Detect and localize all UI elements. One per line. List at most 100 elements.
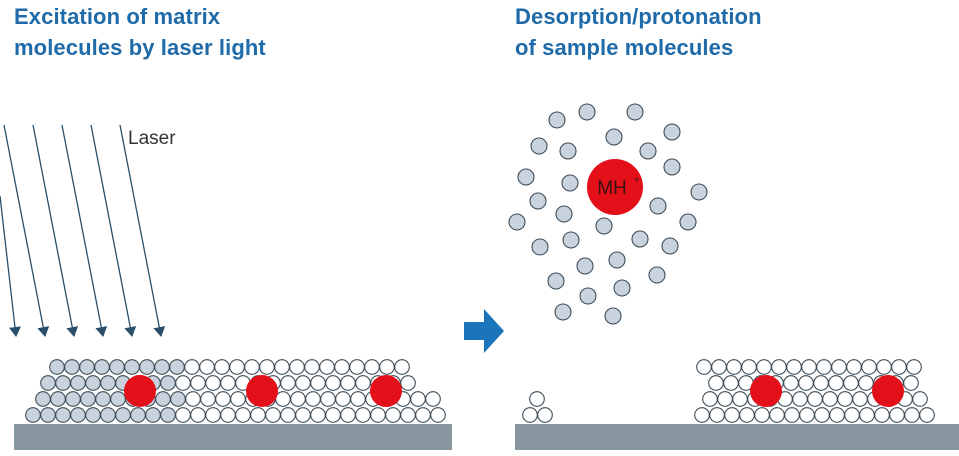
matrix-molecule <box>784 407 800 423</box>
matrix-molecule <box>319 359 335 375</box>
excited-matrix-molecule <box>145 407 161 423</box>
protonated-ion: MH + <box>587 159 643 215</box>
matrix-molecule <box>799 407 815 423</box>
excited-matrix-molecule <box>170 391 186 407</box>
matrix-molecule <box>370 407 386 423</box>
desorbed-matrix-molecule <box>530 137 548 155</box>
matrix-molecule <box>771 359 787 375</box>
matrix-molecule <box>349 359 365 375</box>
matrix-molecule <box>295 407 311 423</box>
matrix-molecule <box>334 359 350 375</box>
matrix-molecule <box>220 375 236 391</box>
laser-beam <box>3 124 50 337</box>
matrix-molecule <box>425 391 441 407</box>
matrix-molecule <box>754 407 770 423</box>
matrix-molecule <box>783 375 799 391</box>
left-title-line1: Excitation of matrix <box>14 4 221 29</box>
matrix-molecule <box>229 359 245 375</box>
matrix-molecule <box>739 407 755 423</box>
matrix-molecule <box>214 359 230 375</box>
matrix-molecule <box>844 407 860 423</box>
matrix-molecule <box>837 391 853 407</box>
left-substrate <box>14 424 452 450</box>
laser-beam <box>119 124 166 337</box>
desorbed-matrix-molecule <box>604 307 622 325</box>
desorbed-matrix-molecule <box>649 197 667 215</box>
matrix-molecule <box>529 391 545 407</box>
left-panel-title: Excitation of matrix molecules by laser … <box>14 1 266 63</box>
matrix-molecule <box>275 391 291 407</box>
matrix-molecule <box>400 407 416 423</box>
matrix-molecule <box>305 391 321 407</box>
excited-matrix-molecule <box>109 359 125 375</box>
desorbed-matrix-molecule <box>508 213 526 231</box>
matrix-molecule <box>304 359 320 375</box>
matrix-molecule <box>843 375 859 391</box>
matrix-molecule <box>861 359 877 375</box>
matrix-molecule <box>175 375 191 391</box>
matrix-molecule <box>912 391 928 407</box>
excited-matrix-molecule <box>85 375 101 391</box>
laser-label: Laser <box>128 128 176 149</box>
ion-label: MH <box>597 178 627 199</box>
matrix-molecule <box>874 407 890 423</box>
excited-matrix-molecule <box>40 407 56 423</box>
desorbed-matrix-molecule <box>613 279 631 297</box>
matrix-molecule <box>295 375 311 391</box>
right-panel-title: Desorption/protonation of sample molecul… <box>515 1 762 63</box>
excited-matrix-molecule <box>139 359 155 375</box>
matrix-molecule <box>350 391 366 407</box>
desorbed-matrix-molecule <box>639 142 657 160</box>
process-arrow-icon <box>464 309 504 353</box>
desorbed-matrix-molecule <box>517 168 535 186</box>
matrix-molecule <box>410 391 426 407</box>
desorbed-matrix-molecule <box>663 158 681 176</box>
matrix-molecule <box>205 407 221 423</box>
excited-matrix-molecule <box>100 407 116 423</box>
ion-charge: + <box>634 175 640 186</box>
desorbed-matrix-molecule <box>663 123 681 141</box>
right-title-line2: of sample molecules <box>515 35 734 60</box>
matrix-molecule <box>792 391 808 407</box>
matrix-molecule <box>175 407 191 423</box>
desorbed-matrix-molecule <box>559 142 577 160</box>
desorbed-matrix-molecule <box>547 272 565 290</box>
sample-molecule <box>750 375 782 407</box>
desorbed-matrix-molecule <box>561 174 579 192</box>
matrix-molecule <box>394 359 410 375</box>
excited-matrix-molecule <box>55 375 71 391</box>
matrix-molecule <box>756 359 772 375</box>
matrix-molecule <box>904 407 920 423</box>
matrix-molecule <box>335 391 351 407</box>
matrix-molecule <box>807 391 823 407</box>
excited-matrix-molecule <box>65 391 81 407</box>
matrix-molecule <box>340 407 356 423</box>
desorbed-matrix-molecule <box>626 103 644 121</box>
excited-matrix-molecule <box>55 407 71 423</box>
matrix-molecule <box>741 359 757 375</box>
matrix-molecule <box>230 391 246 407</box>
matrix-molecule <box>220 407 236 423</box>
desorbed-matrix-molecule <box>661 237 679 255</box>
matrix-molecule <box>244 359 260 375</box>
matrix-molecule <box>379 359 395 375</box>
desorbed-matrix-molecule <box>548 111 566 129</box>
matrix-molecule <box>190 375 206 391</box>
matrix-molecule <box>190 407 206 423</box>
right-substrate <box>515 424 959 450</box>
excited-matrix-molecule <box>160 407 176 423</box>
laser-beam <box>61 124 108 337</box>
matrix-molecule <box>400 375 416 391</box>
desorbed-matrix-molecule <box>555 205 573 223</box>
matrix-molecule <box>822 391 838 407</box>
excited-matrix-molecule <box>95 391 111 407</box>
excited-matrix-molecule <box>49 359 65 375</box>
excited-matrix-molecule <box>79 359 95 375</box>
matrix-molecule <box>816 359 832 375</box>
matrix-molecule <box>355 407 371 423</box>
matrix-molecule <box>889 407 905 423</box>
sample-molecule <box>872 375 904 407</box>
matrix-molecule <box>265 407 281 423</box>
matrix-molecule <box>325 407 341 423</box>
laser-beams <box>0 124 166 337</box>
